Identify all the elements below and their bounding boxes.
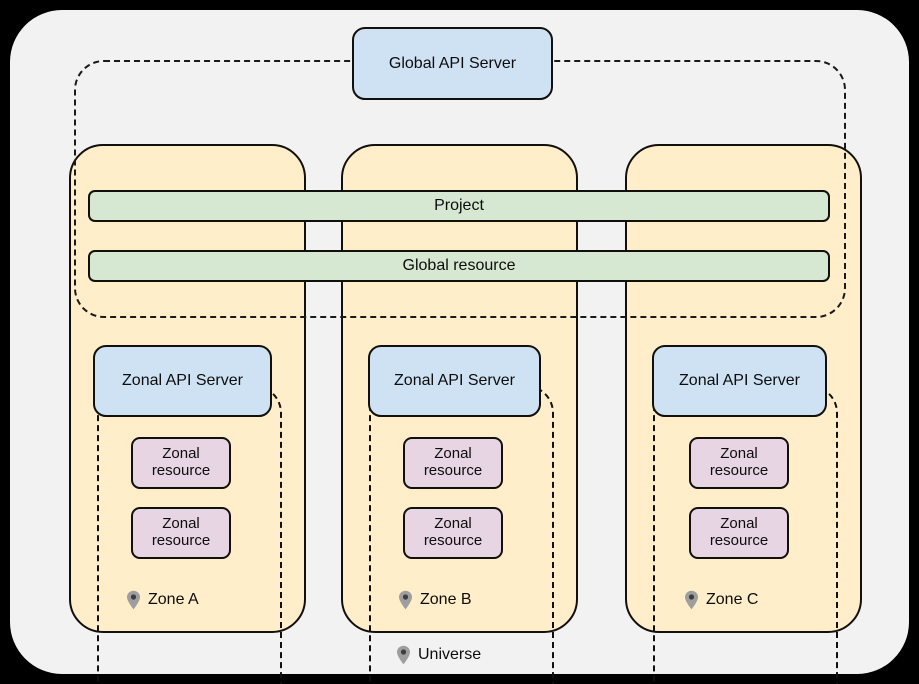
zonal-resource-line2: resource: [423, 532, 483, 549]
zonal-resource-line1: Zonal: [720, 445, 758, 463]
global-bar-project[interactable]: Project: [88, 190, 830, 222]
zonal-resource-line1: Zonal: [720, 515, 758, 533]
zonal-resource-box[interactable]: Zonal resource: [403, 507, 503, 559]
zone-label-text: Zone B: [420, 591, 472, 608]
zonal-resource-line2: resource: [151, 532, 211, 549]
zonal-resource-line2: resource: [709, 462, 769, 479]
zone-label-text: Zone A: [148, 591, 199, 608]
universe-label: Universe: [396, 645, 481, 665]
zone-label-c: Zone C: [684, 590, 758, 610]
zonal-resource-line2: resource: [151, 462, 211, 479]
zone-label-text: Zone C: [706, 591, 759, 608]
zonal-resource-line1: Zonal: [434, 445, 472, 463]
zone-label-a: Zone A: [126, 590, 199, 610]
zonal-resource-line1: Zonal: [162, 515, 200, 533]
zonal-api-server-box-b[interactable]: Zonal API Server: [368, 345, 541, 417]
zonal-api-server-box-a[interactable]: Zonal API Server: [93, 345, 272, 417]
zonal-resource-box[interactable]: Zonal resource: [131, 507, 231, 559]
zonal-resource-box[interactable]: Zonal resource: [403, 437, 503, 489]
zonal-resource-line1: Zonal: [434, 515, 472, 533]
zone-label-b: Zone B: [398, 590, 472, 610]
zonal-api-server-box-c[interactable]: Zonal API Server: [652, 345, 827, 417]
universe-label-text: Universe: [418, 646, 482, 663]
zonal-resource-line2: resource: [423, 462, 483, 479]
zonal-resource-box[interactable]: Zonal resource: [689, 507, 789, 559]
global-api-server-box[interactable]: Global API Server: [352, 27, 553, 100]
global-bar-global-resource[interactable]: Global resource: [88, 250, 830, 282]
map-pin-icon: [126, 590, 141, 610]
zonal-resource-box[interactable]: Zonal resource: [131, 437, 231, 489]
zonal-resource-box[interactable]: Zonal resource: [689, 437, 789, 489]
map-pin-icon: [396, 645, 411, 665]
zonal-resource-line1: Zonal: [162, 445, 200, 463]
zonal-resource-line2: resource: [709, 532, 769, 549]
map-pin-icon: [684, 590, 699, 610]
map-pin-icon: [398, 590, 413, 610]
